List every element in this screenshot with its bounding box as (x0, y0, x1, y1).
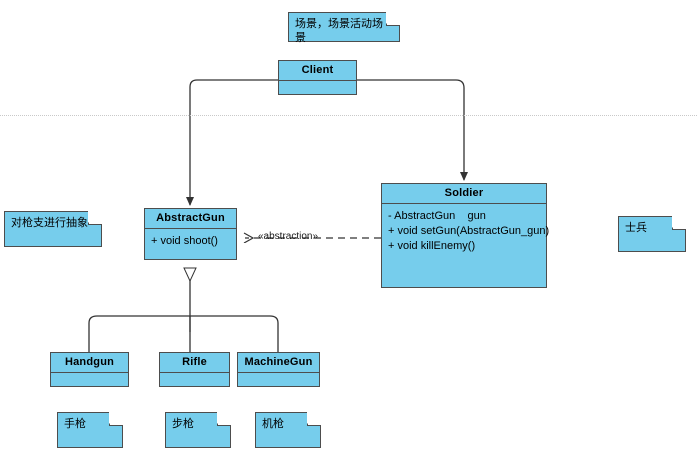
class-members-abstractgun: + void shoot() (145, 229, 236, 259)
note-machinegun-text: 机枪 (262, 418, 284, 430)
connector-machinegun-to-abstractgun (190, 315, 279, 352)
note-handgun: 手枪 (57, 411, 123, 448)
class-members-handgun (51, 373, 128, 386)
page-gridline (0, 115, 697, 116)
class-name-machinegun: MachineGun (238, 353, 319, 373)
note-abstractgun-text: 对枪支进行抽象 (11, 217, 88, 229)
connector-handgun-to-abstractgun (88, 315, 190, 352)
class-box-abstractgun[interactable]: AbstractGun + void shoot() (144, 208, 237, 260)
note-fold-icon (672, 215, 686, 230)
class-box-rifle[interactable]: Rifle (159, 352, 230, 387)
member-shoot: + void shoot() (151, 235, 218, 247)
note-client-text: 场景，场景活动场景 (295, 18, 383, 44)
connector-client-to-soldier (357, 79, 468, 181)
member-setgun: + void setGun(AbstractGun_gun) (388, 225, 550, 237)
class-members-machinegun (238, 373, 319, 386)
note-fold-icon (217, 411, 231, 426)
member-killenemy: + void killEnemy() (388, 240, 476, 252)
note-abstractgun: 对枪支进行抽象 (4, 210, 102, 247)
note-machinegun: 机枪 (255, 411, 321, 448)
note-rifle-text: 步枪 (172, 418, 194, 430)
note-handgun-text: 手枪 (64, 418, 86, 430)
class-box-machinegun[interactable]: MachineGun (237, 352, 320, 387)
class-name-soldier: Soldier (382, 184, 546, 204)
class-members-client (279, 81, 356, 94)
class-members-soldier: - AbstractGun gun + void setGun(Abstract… (382, 204, 550, 287)
note-fold-icon (386, 11, 400, 26)
class-name-client: Client (279, 61, 356, 81)
note-rifle: 步枪 (165, 411, 231, 448)
note-fold-icon (88, 210, 102, 225)
class-members-rifle (160, 373, 229, 386)
class-name-handgun: Handgun (51, 353, 128, 373)
relation-label-abstraction: «abstraction» (258, 231, 319, 242)
member-gun-field: - AbstractGun gun (388, 210, 486, 222)
class-box-soldier[interactable]: Soldier - AbstractGun gun + void setGun(… (381, 183, 550, 288)
class-name-rifle: Rifle (160, 353, 229, 373)
class-name-abstractgun: AbstractGun (145, 209, 236, 229)
note-client: 场景，场景活动场景 (288, 11, 400, 44)
class-box-client[interactable]: Client (278, 60, 357, 95)
note-fold-icon (109, 411, 123, 426)
note-fold-icon (307, 411, 321, 426)
connector-client-to-abstractgun (186, 79, 278, 206)
class-box-handgun[interactable]: Handgun (50, 352, 129, 387)
note-soldier: 士兵 (618, 215, 686, 252)
note-soldier-text: 士兵 (625, 222, 647, 234)
